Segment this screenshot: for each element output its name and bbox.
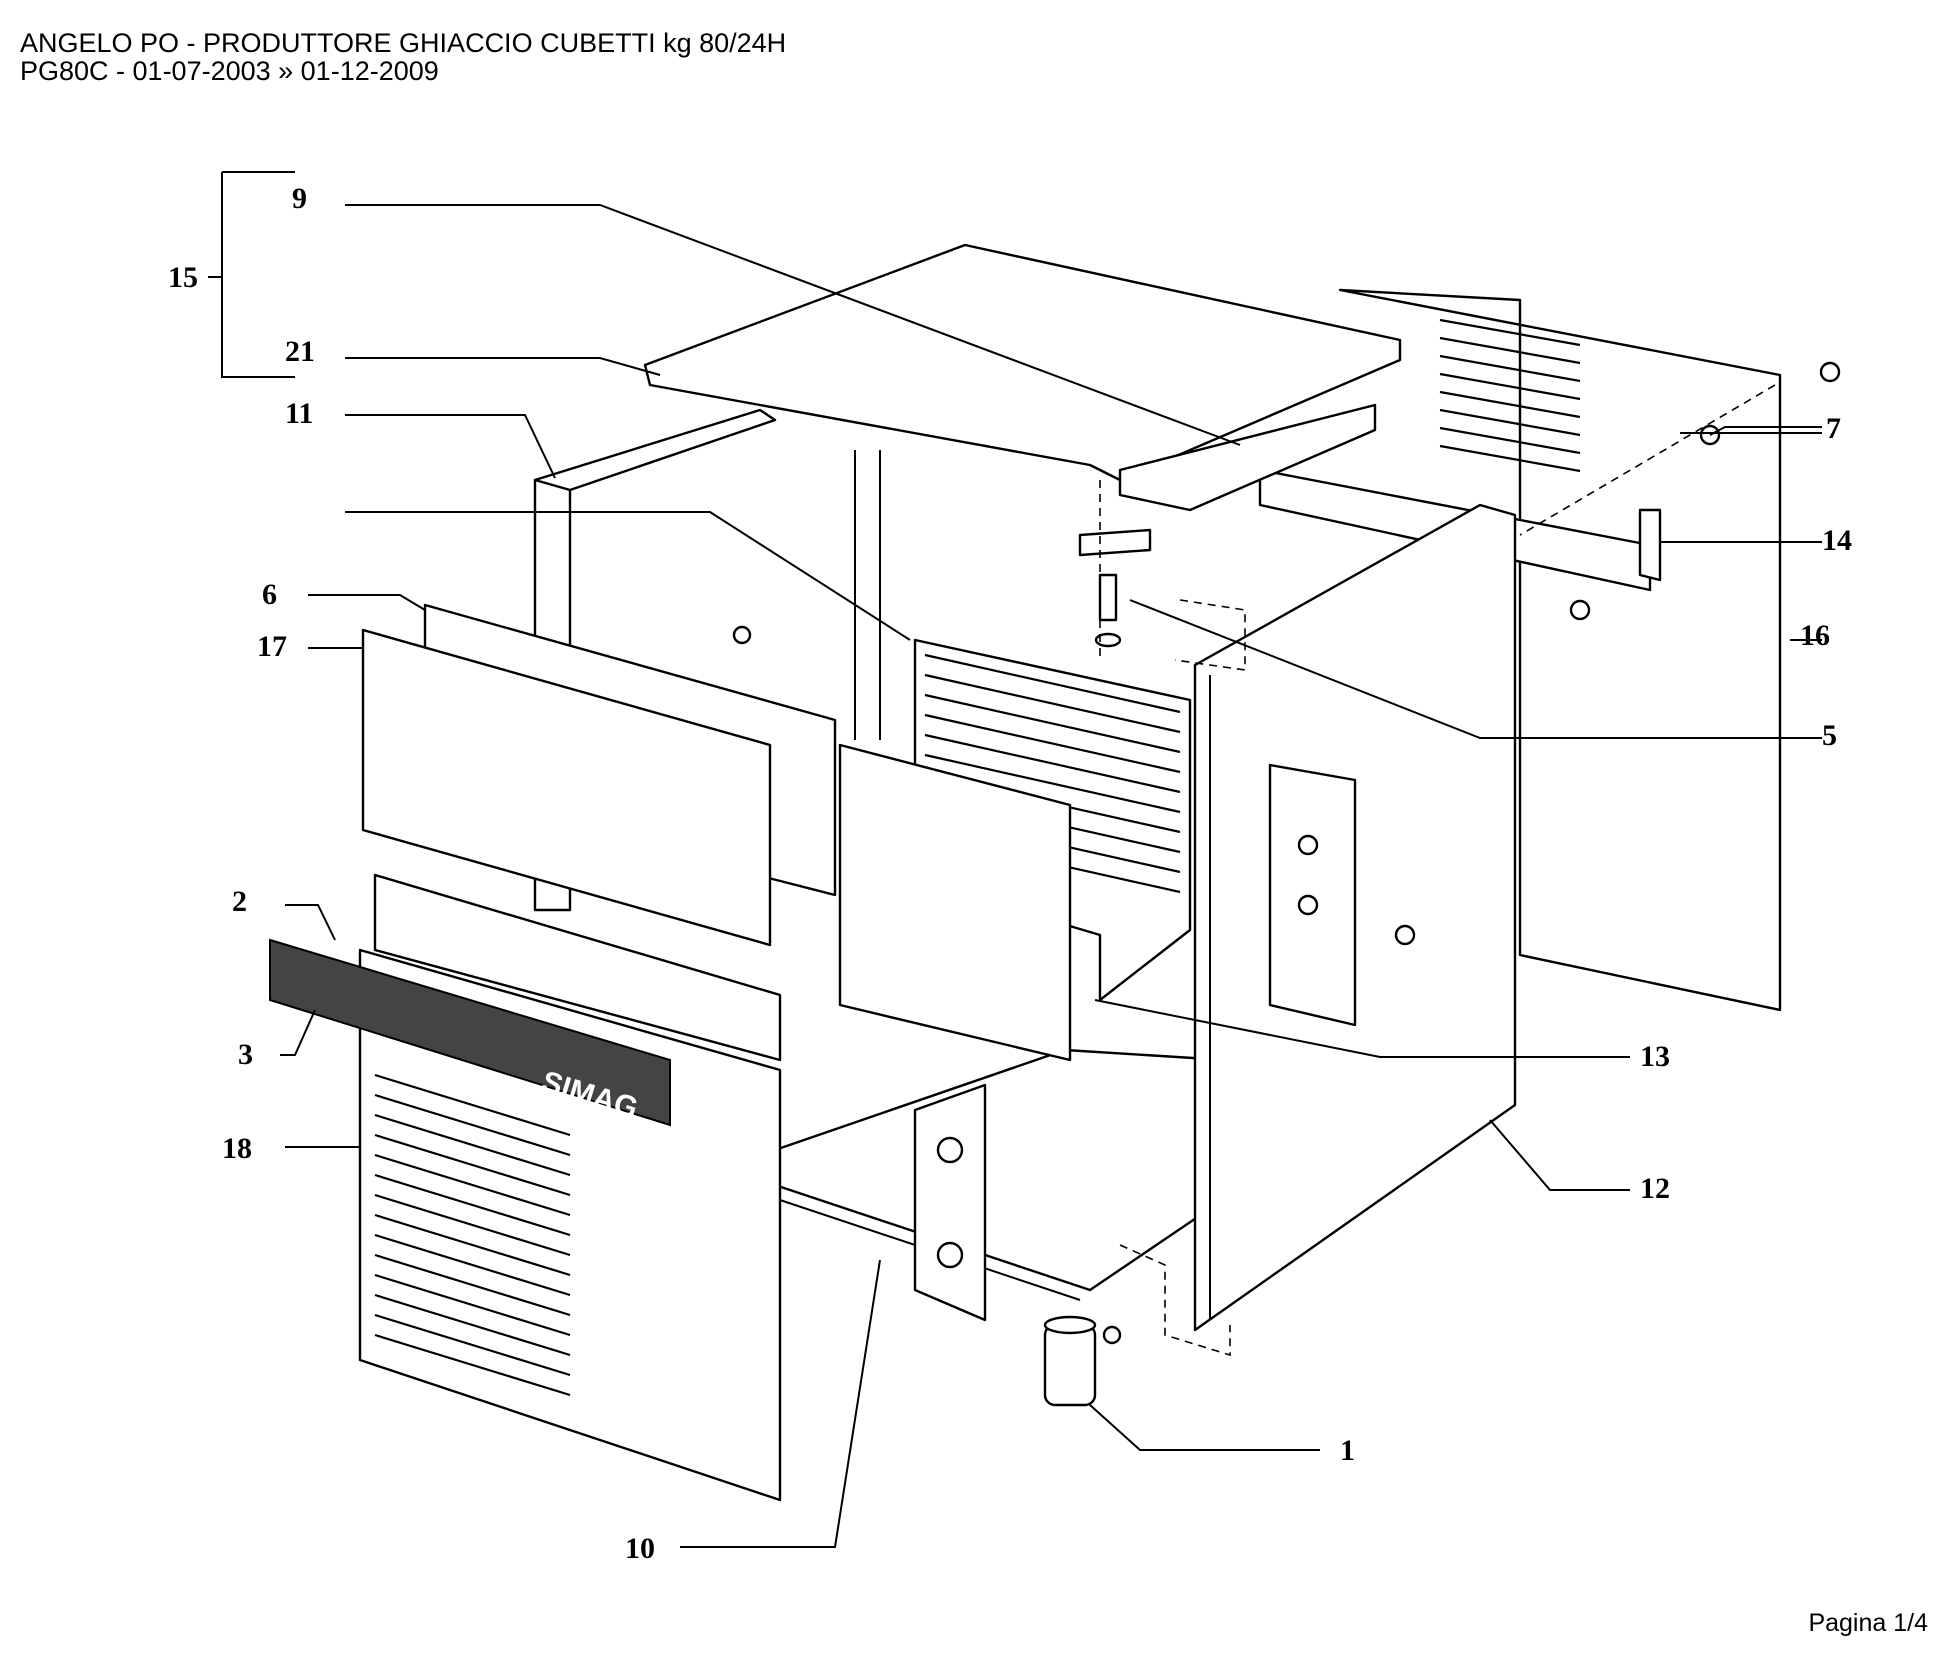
front-panel <box>358 948 782 1502</box>
callout-2: 2 <box>232 885 247 918</box>
callout-5: 5 <box>1822 719 1837 752</box>
callout-12: 12 <box>1640 1172 1670 1205</box>
dashed-outline-foot <box>1119 1244 1231 1357</box>
top-cover <box>643 243 1402 512</box>
hinge-assembly <box>1078 480 1152 660</box>
callout-18: 18 <box>222 1132 252 1165</box>
right-side-panel <box>1193 503 1517 1332</box>
callout-labels: 9 15 21 11 6 17 2 3 18 10 7 14 16 5 13 1… <box>168 182 1852 1565</box>
back-grille <box>1439 318 1581 473</box>
crossbar-bracket <box>1638 508 1662 582</box>
callout-17: 17 <box>257 630 287 663</box>
document-title: ANGELO PO - PRODUTTORE GHIACCIO CUBETTI … <box>20 28 787 58</box>
callout-16: 16 <box>1800 619 1830 652</box>
front-bracket <box>913 1083 987 1322</box>
callout-14: 14 <box>1822 524 1852 557</box>
middle-panel <box>838 743 1072 1062</box>
callout-6: 6 <box>262 578 277 611</box>
callout-9: 9 <box>292 182 307 215</box>
callout-10: 10 <box>625 1532 655 1565</box>
callout-7: 7 <box>1826 412 1841 445</box>
leader-lines <box>208 171 1822 1548</box>
callout-15: 15 <box>168 261 198 294</box>
callout-21: 21 <box>285 335 315 368</box>
callout-1: 1 <box>1340 1434 1355 1467</box>
dashed-outline <box>1174 599 1246 671</box>
front-top-strip <box>373 873 782 1062</box>
document-subtitle: PG80C - 01-07-2003 » 01-12-2009 <box>20 56 439 86</box>
panel-17 <box>361 628 772 947</box>
callout-11: 11 <box>285 397 313 430</box>
page-number: Pagina 1/4 <box>1808 1609 1928 1637</box>
callout-13: 13 <box>1640 1040 1670 1073</box>
adjustable-foot <box>1043 1315 1097 1407</box>
side-bracket <box>1268 763 1357 1027</box>
back-panel <box>1338 288 1782 1012</box>
callout-3: 3 <box>238 1038 253 1071</box>
